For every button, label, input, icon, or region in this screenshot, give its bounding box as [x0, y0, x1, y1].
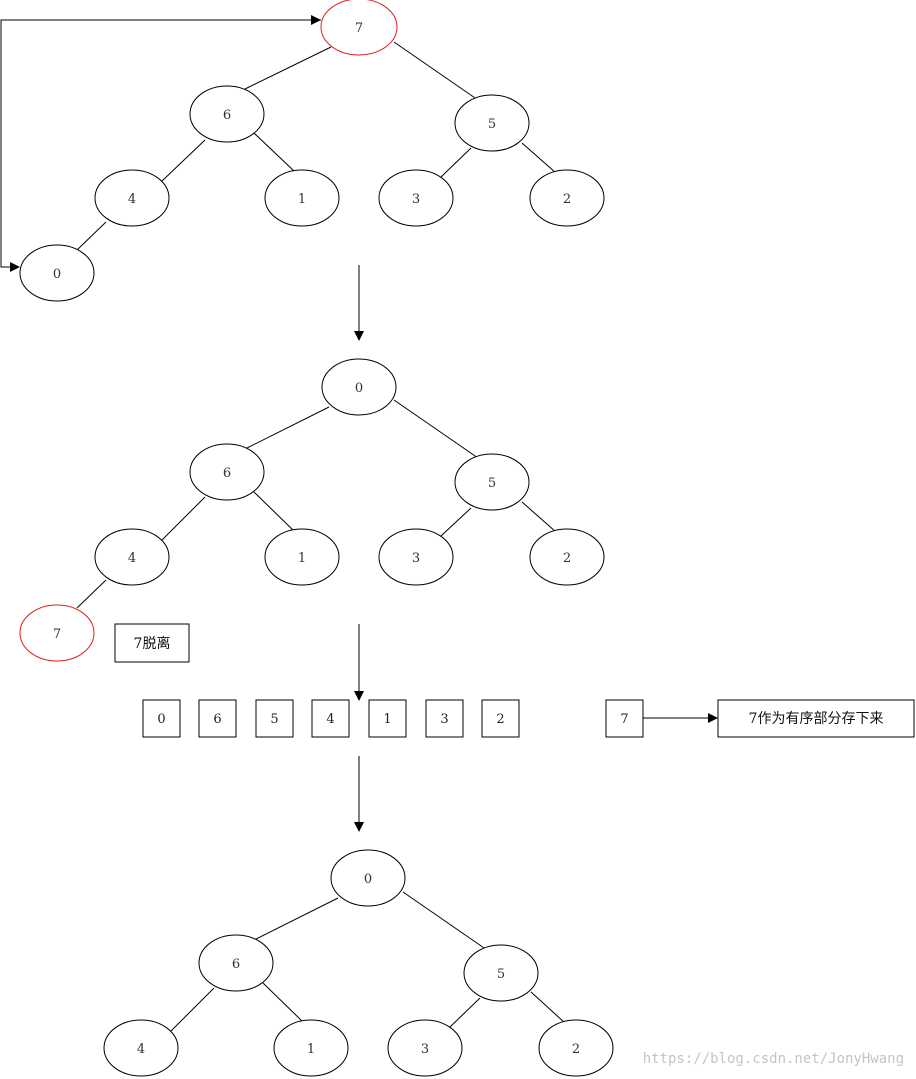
node-label: 3 — [412, 192, 420, 207]
node-0 — [19, 244, 95, 302]
array-cell-6 — [481, 699, 520, 738]
node-label: 4 — [128, 192, 136, 207]
node-2 — [538, 1019, 614, 1077]
tree-2: 0 6 5 4 1 3 2 7 7脱离 — [19, 358, 605, 663]
edge-6-4 — [161, 496, 206, 541]
node-detached-7 — [19, 604, 95, 662]
sorted-cell-label: 7 — [620, 712, 628, 727]
node-label: 1 — [298, 192, 306, 207]
node-label: 6 — [223, 108, 231, 123]
sorted-note: 7作为有序部分存下来 — [749, 711, 884, 727]
node-5 — [454, 94, 530, 152]
edge-5-2 — [521, 142, 557, 174]
node-5 — [454, 453, 530, 511]
edge-6-4 — [170, 987, 215, 1032]
array-cell-label: 5 — [270, 712, 278, 727]
edge-0-5 — [393, 399, 479, 459]
array-cell-label: 6 — [213, 712, 221, 727]
node-label: 5 — [488, 476, 496, 491]
node-2 — [529, 528, 605, 586]
edge-7-6 — [244, 46, 332, 90]
edge-6-1 — [262, 982, 304, 1023]
array-cell-label: 0 — [157, 712, 165, 727]
node-6 — [189, 443, 265, 501]
node-4 — [103, 1019, 179, 1077]
node-6 — [189, 85, 265, 143]
node-label: 1 — [298, 551, 306, 566]
array-cell-label: 3 — [440, 712, 448, 727]
node-label: 5 — [497, 967, 505, 982]
node-root-0 — [330, 849, 406, 907]
edge-7-5 — [393, 41, 479, 101]
node-3 — [378, 169, 454, 227]
node-label: 0 — [364, 872, 372, 887]
node-label: 2 — [563, 192, 571, 207]
node-label: 2 — [563, 551, 571, 566]
node-label: 4 — [128, 551, 136, 566]
node-1 — [264, 169, 340, 227]
edge-5-2 — [530, 991, 566, 1024]
sorted-note-box — [717, 699, 915, 738]
array-cell-1 — [198, 699, 237, 738]
edge-5-3 — [449, 997, 481, 1028]
node-label: 5 — [488, 117, 496, 132]
tree-3: 0 6 5 4 1 3 2 — [103, 849, 614, 1077]
node-label: 3 — [421, 1042, 429, 1057]
detach-note-box — [114, 623, 190, 663]
node-1 — [264, 528, 340, 586]
node-label: 2 — [572, 1042, 580, 1057]
node-5 — [463, 944, 539, 1002]
array-cell-label: 4 — [326, 712, 334, 727]
edge-0-6 — [253, 897, 339, 941]
edge-0-5 — [402, 891, 488, 951]
edge-5-2 — [521, 501, 557, 533]
node-label: 7 — [355, 21, 363, 36]
node-3 — [387, 1019, 463, 1077]
edge-6-1 — [253, 132, 295, 172]
edge-5-3 — [440, 507, 472, 537]
array-cell-label: 1 — [383, 712, 391, 727]
edge-0-6 — [244, 406, 330, 450]
watermark: https://blog.csdn.net/JonyHwang — [643, 1051, 904, 1067]
array-cell-5 — [425, 699, 464, 738]
array-cell-3 — [311, 699, 350, 738]
node-1 — [273, 1019, 349, 1077]
array-cell-0 — [142, 699, 181, 738]
array-row: 0 6 5 4 1 3 2 7 7作为有序部分存下来 — [142, 699, 915, 738]
node-label: 0 — [53, 267, 61, 282]
detach-note: 7脱离 — [134, 635, 171, 652]
node-label: 3 — [412, 551, 420, 566]
node-root-0 — [321, 358, 397, 416]
array-cell-2 — [255, 699, 294, 738]
edge-4-7 — [76, 579, 107, 609]
edge-6-1 — [253, 491, 295, 532]
edge-6-4 — [161, 139, 206, 182]
node-4 — [94, 169, 170, 227]
node-label: 7 — [53, 627, 61, 642]
node-label: 6 — [223, 466, 231, 481]
node-2 — [529, 169, 605, 227]
swap-connector — [0, 19, 321, 272]
node-label: 6 — [232, 957, 240, 972]
node-label: 1 — [307, 1042, 315, 1057]
tree-1: 7 6 5 4 1 3 2 0 — [0, 0, 605, 302]
array-cell-label: 2 — [496, 712, 504, 727]
array-cell-4 — [368, 699, 407, 738]
edge-4-0 — [76, 221, 107, 251]
node-root-7 — [320, 0, 398, 56]
node-4 — [94, 528, 170, 586]
node-6 — [198, 934, 274, 992]
node-3 — [378, 528, 454, 586]
node-label: 0 — [355, 381, 363, 396]
node-label: 4 — [137, 1042, 145, 1057]
edge-5-3 — [440, 147, 472, 178]
